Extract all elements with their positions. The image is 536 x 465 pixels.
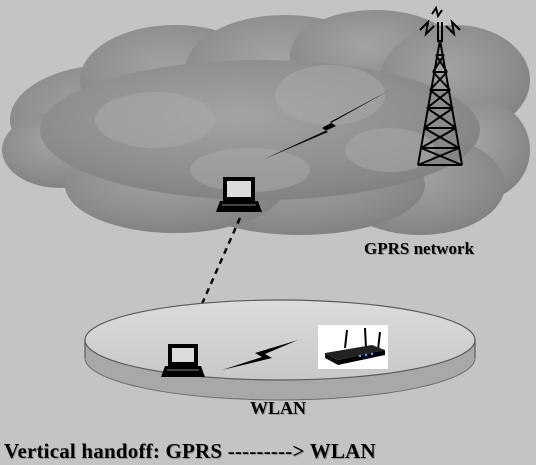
cell-tower-icon [417, 5, 463, 166]
wlan-label: WLAN [250, 398, 307, 418]
diagram-caption: Vertical handoff: GPRS ---------> WLAN [4, 439, 376, 463]
laptop-icon [161, 344, 205, 377]
lightning-bolt-icon [262, 90, 390, 160]
wireless-router-icon [318, 325, 388, 369]
wlan-coverage-disc [84, 299, 476, 401]
gprs-network-label: GPRS network [364, 239, 475, 258]
laptop-icon [216, 177, 262, 212]
lightning-bolt-icon [222, 340, 298, 370]
gprs-cloud [2, 10, 530, 235]
